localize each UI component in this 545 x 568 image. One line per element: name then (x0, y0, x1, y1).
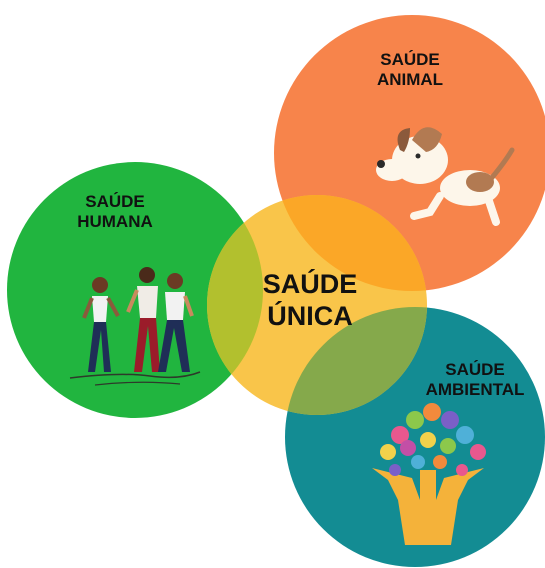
label-center-line2: ÚNICA (267, 301, 353, 332)
label-environmental-health: SAÚDE AMBIENTAL (410, 360, 540, 399)
label-environment-line2: AMBIENTAL (425, 379, 525, 399)
label-human-health: SAÚDE HUMANA (55, 192, 175, 231)
label-human-line1: SAÚDE (85, 192, 145, 211)
overlap-animal-one (274, 195, 427, 291)
people-walking-icon (69, 267, 201, 386)
label-animal-line2: ANIMAL (376, 69, 444, 89)
label-environment-line1: SAÚDE (445, 360, 505, 379)
label-center-line1: SAÚDE (262, 269, 358, 299)
dog-icon (376, 127, 515, 226)
label-human-line2: HUMANA (77, 211, 153, 231)
overlap-environment-one (285, 307, 427, 415)
label-animal-health: SAÚDE ANIMAL (345, 50, 475, 89)
label-one-health: SAÚDE ÚNICA (245, 268, 375, 333)
label-animal-line1: SAÚDE (380, 50, 440, 69)
tree-hands-icon (372, 403, 486, 545)
